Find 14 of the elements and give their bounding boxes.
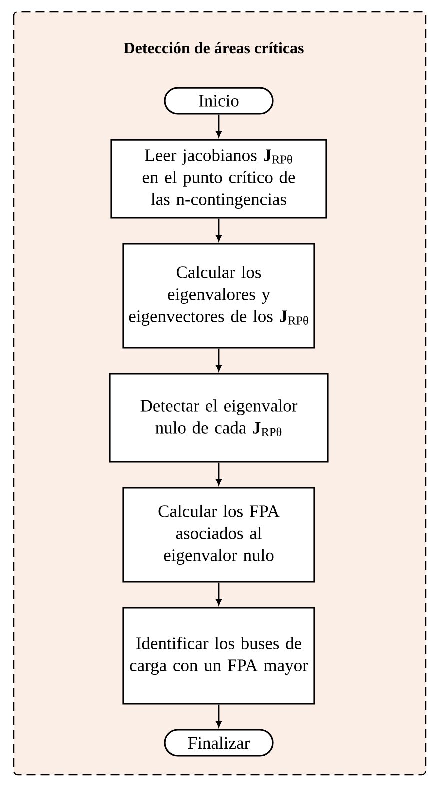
process-box: Calcular los FPA asociados al eigenvalor nulo	[122, 487, 316, 583]
process-box: Calcular los eigenvalores y eigenvectores de los J$_{RPθ}$	[122, 243, 316, 349]
arrow	[216, 114, 222, 138]
arrow	[216, 462, 222, 486]
process-box: Detectar el eigenvalor nulo de cada J$_{RPθ}$	[109, 373, 329, 463]
arrow	[216, 582, 222, 606]
arrow	[216, 704, 222, 728]
arrow	[216, 348, 222, 372]
process-box: Identificar los buses de carga con un FPA mayor	[122, 607, 316, 705]
process-box: Leer jacobianos J$_{RPθ}$ en el punto crítico de las n-contingencias	[110, 139, 328, 219]
terminal-box: Inicio	[164, 87, 274, 115]
arrow	[216, 218, 222, 242]
title: Detección de áreas críticas	[124, 42, 304, 54]
terminal-box: Finalizar	[164, 729, 274, 757]
